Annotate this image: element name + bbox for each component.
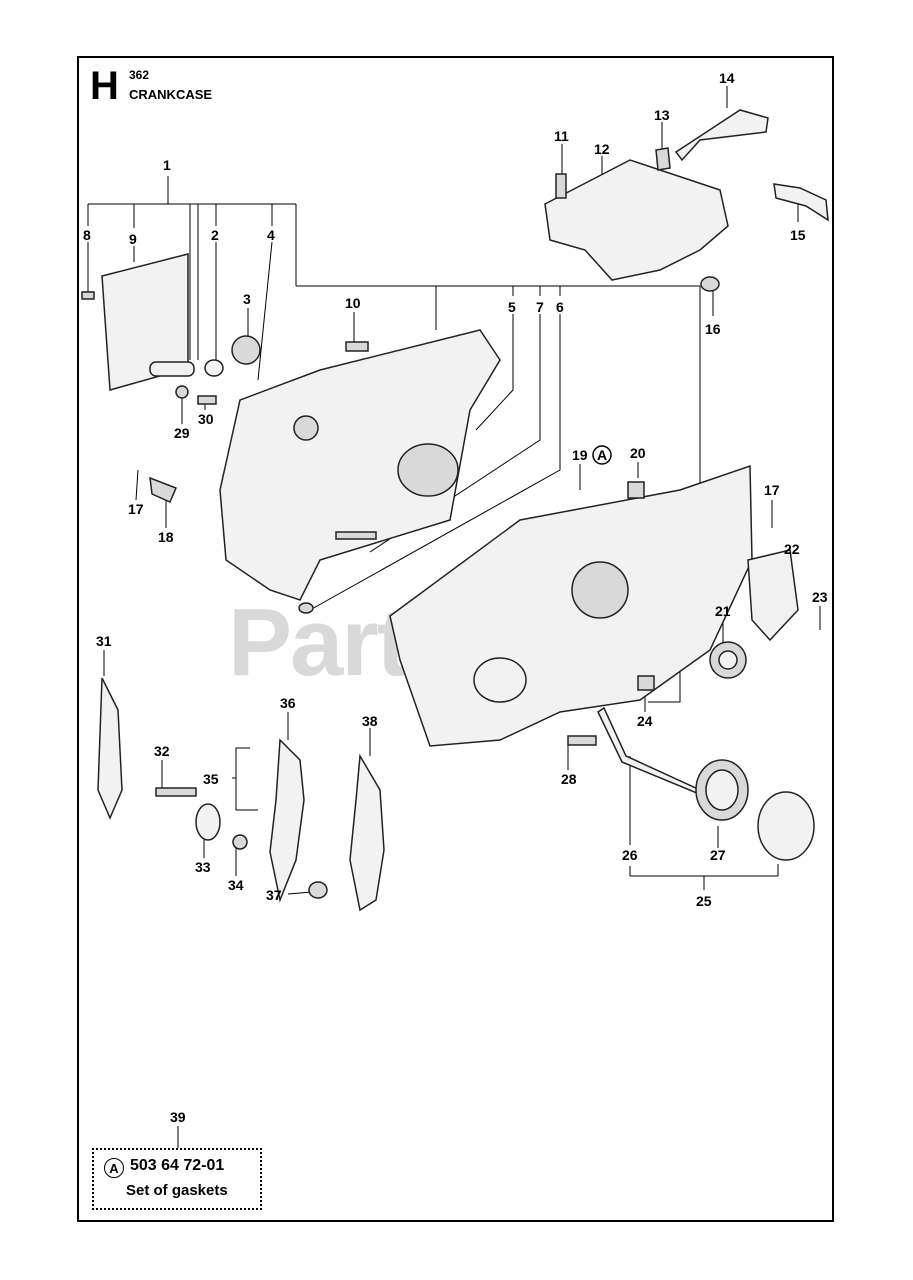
callout-5: 5 [508, 299, 516, 315]
part-24-screw [637, 675, 655, 691]
diagram-title: CRANKCASE [129, 87, 213, 102]
callout-37: 37 [266, 887, 282, 903]
part-3-bearing [231, 335, 261, 365]
part-16-plug [700, 276, 720, 292]
part-10-bolt [345, 341, 369, 352]
crankcase-bearing-seat [397, 443, 459, 497]
callout-8: 8 [83, 227, 91, 243]
part-13-clip [655, 147, 671, 171]
leader-lines [87, 86, 821, 1148]
kit-marker: A [104, 1158, 124, 1178]
part-38-spike [349, 753, 385, 912]
callout-30: 30 [198, 411, 214, 427]
callout-21: 21 [715, 603, 731, 619]
callout-26: 26 [622, 847, 638, 863]
callout-2: 2 [211, 227, 219, 243]
callout-33: 33 [195, 859, 211, 875]
callout-15: 15 [790, 227, 806, 243]
callout-32: 32 [154, 743, 170, 759]
part-28-screw [567, 735, 597, 746]
callout-25: 25 [696, 893, 712, 909]
callout-11: 11 [554, 128, 569, 144]
part-36-spike [269, 738, 305, 903]
callout-13: 13 [654, 107, 670, 123]
part-34-washer [232, 834, 248, 850]
part-30-screw [197, 395, 217, 405]
part-31-plate [97, 677, 123, 820]
model-number: 362 [129, 68, 150, 82]
right-bearing-seat [571, 561, 629, 619]
kit-part-number: 503 64 72-01 [130, 1157, 225, 1174]
callout-39: 39 [170, 1109, 186, 1125]
callout-19: 19 [572, 447, 588, 463]
callout-20: 20 [630, 445, 646, 461]
part-33-spacer [195, 803, 221, 841]
part-32-bolt [155, 787, 197, 797]
callout-27: 27 [710, 847, 726, 863]
part-21-seal-inner [718, 650, 738, 670]
callout-17-right: 17 [764, 482, 780, 498]
part-7-pin [335, 531, 377, 540]
callout-10: 10 [345, 295, 361, 311]
part-18-bracket [149, 476, 177, 503]
callout-38: 38 [362, 713, 378, 729]
part-20-sleeve [627, 481, 645, 499]
part-37-nut [308, 881, 328, 899]
kit-description: Set of gaskets [126, 1182, 228, 1199]
callout-29: 29 [174, 425, 190, 441]
part-2-bushing [204, 359, 224, 377]
callouts: 1 2 3 4 5 7 6 8 9 10 11 12 13 14 15 16 1… [83, 70, 828, 1125]
part-27-gasket-inner [705, 769, 739, 811]
callout-31: 31 [96, 633, 112, 649]
gasket-kit-box: A 503 64 72-01 Set of gaskets [92, 1148, 262, 1210]
callout-22: 22 [784, 541, 800, 557]
section-letter: H [90, 64, 119, 108]
callout-19-marker: A [597, 447, 607, 463]
callout-9: 9 [129, 231, 137, 247]
callout-28: 28 [561, 771, 577, 787]
callout-3: 3 [243, 291, 251, 307]
part-25-cap [757, 791, 815, 861]
callout-6: 6 [556, 299, 564, 315]
callout-17-left: 17 [128, 501, 144, 517]
part-2-sleeve [149, 361, 195, 377]
part-1-crankcase-left [219, 329, 501, 601]
part-6-dowel [298, 602, 314, 614]
part-12-cover [544, 159, 729, 281]
part-15-pin [773, 183, 829, 222]
callout-18: 18 [158, 529, 174, 545]
part-29-nut [175, 385, 189, 399]
callout-34: 34 [228, 877, 244, 893]
callout-7: 7 [536, 299, 544, 315]
callout-35: 35 [203, 771, 219, 787]
right-cylinder-bore [473, 657, 527, 703]
diagram-frame [77, 56, 834, 1222]
callout-24: 24 [637, 713, 653, 729]
parts [81, 109, 829, 912]
part-22-cover [747, 549, 799, 642]
callout-14: 14 [719, 70, 735, 86]
crankcase-small-seat [293, 415, 319, 441]
part-14-link [674, 109, 769, 162]
callout-12: 12 [594, 141, 610, 157]
part-11-bolt [555, 173, 567, 199]
callout-36: 36 [280, 695, 296, 711]
callout-16: 16 [705, 321, 721, 337]
callout-1: 1 [163, 157, 171, 173]
callout-23: 23 [812, 589, 828, 605]
part-8-screw [81, 291, 95, 300]
callout-19-marker-ring [592, 445, 612, 465]
callout-4: 4 [267, 227, 275, 243]
